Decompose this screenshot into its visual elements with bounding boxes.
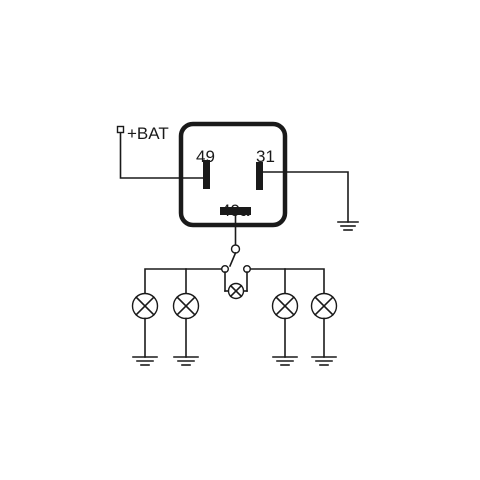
ground-wire-31 — [262, 171, 349, 223]
battery-terminal — [116, 125, 125, 134]
turn-signal-switch — [220, 265, 251, 274]
lamp-left-2 — [172, 292, 200, 366]
relay-ground-circuit — [262, 171, 359, 231]
lamp-right-2 — [310, 292, 338, 366]
indicator-lamp — [227, 282, 245, 300]
pin-49a-label: 49a — [221, 201, 250, 220]
battery-wire — [119, 132, 207, 179]
ground-symbol — [337, 221, 359, 231]
battery-supply: +BAT — [116, 124, 207, 179]
pin-31-label: 31 — [256, 147, 275, 166]
lamp-left-1 — [131, 292, 159, 366]
switch-pivot — [230, 244, 241, 254]
pin-49a-terminal — [220, 207, 251, 215]
pin-49-label: 49 — [196, 147, 215, 166]
right-side-bus — [242, 268, 325, 294]
switch-lever — [228, 251, 237, 268]
battery-label: +BAT — [127, 124, 169, 143]
pin-49-terminal — [203, 160, 210, 189]
output-wire — [228, 214, 241, 268]
flasher-relay: 49 31 49a — [178, 121, 288, 228]
pin-31-terminal — [256, 162, 263, 190]
left-side-bus — [144, 268, 230, 294]
relay-housing — [178, 121, 288, 228]
lamp-right-1 — [271, 292, 299, 366]
